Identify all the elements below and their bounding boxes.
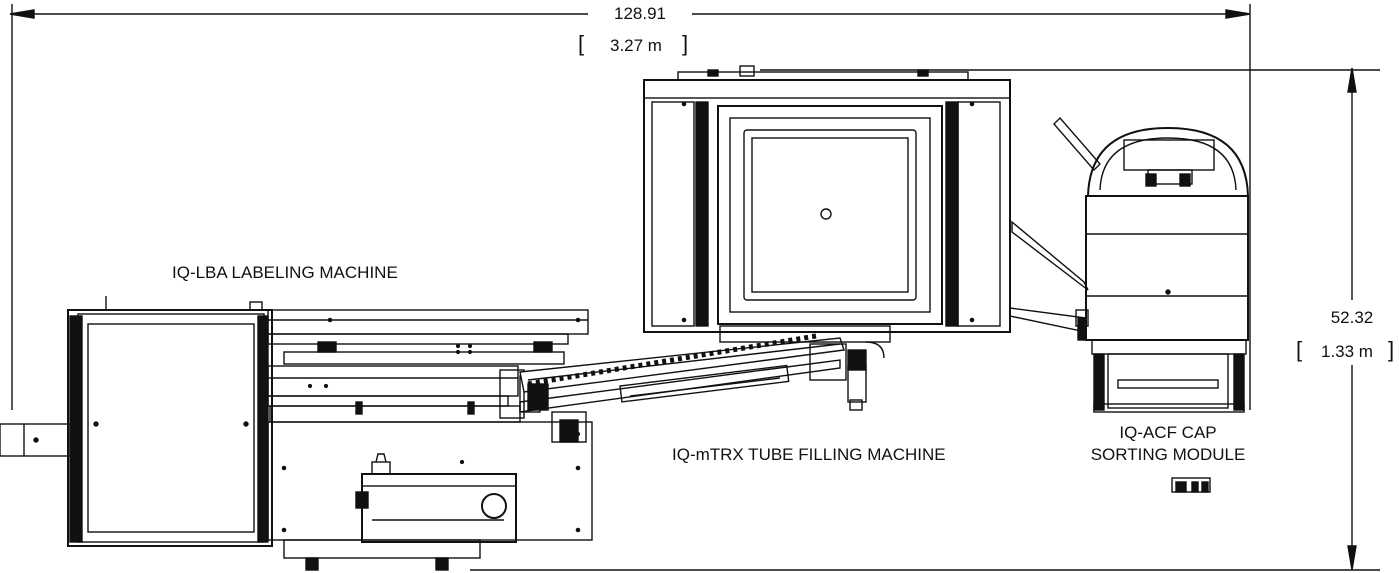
infeed-conveyor [0,423,71,457]
height-dimension-bracket-right: ] [1388,337,1395,362]
labeling-machine [67,296,593,571]
width-dimension-line [9,4,1251,410]
height-dimension-bracket-left: [ [1296,337,1303,362]
width-dimension-value: 128.91 [614,4,666,23]
cap-icon [1171,477,1211,493]
tube-filling-machine-label: IQ-mTRX TUBE FILLING MACHINE [672,445,946,464]
height-dimension-metric: 1.33 m [1321,342,1373,361]
tube-filling-machine [643,65,1011,411]
labeling-machine-label: IQ-LBA LABELING MACHINE [172,263,398,282]
height-dimension-value: 52.32 [1330,308,1374,327]
width-dimension-metric: 3.27 m [610,36,662,55]
height-dimension-line [470,67,1380,571]
cap-sorting-label-line2: SORTING MODULE [1090,445,1246,464]
transfer-conveyor [519,333,845,413]
width-dimension-bracket-right: ] [682,31,689,56]
cap-sorting-module [1009,116,1250,413]
cap-sorting-label-line1: IQ-ACF CAP [1119,423,1217,442]
width-dimension-bracket-left: [ [578,31,585,56]
